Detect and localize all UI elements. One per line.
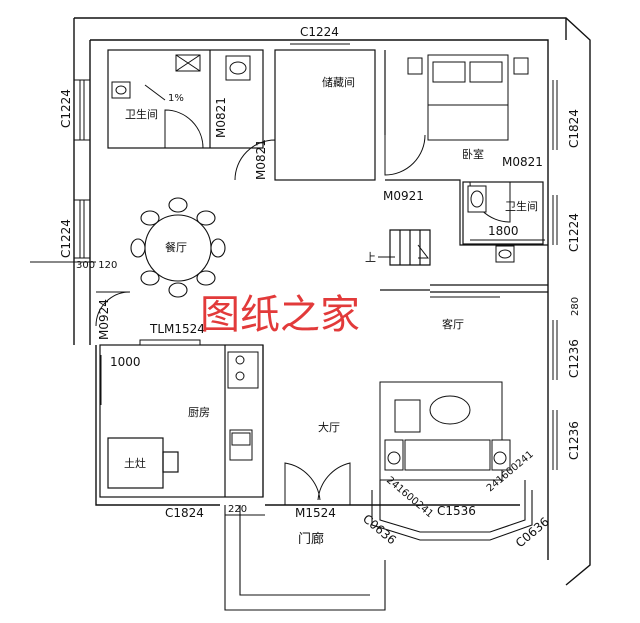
top-window xyxy=(290,39,350,45)
code-m0821-bath: M0821 xyxy=(214,97,228,138)
label-slope: 1% xyxy=(168,93,184,104)
code-c1224-right: C1224 xyxy=(567,213,581,252)
code-c1224-left-1: C1224 xyxy=(59,89,73,128)
kitchen-fixtures xyxy=(139,339,259,461)
label-bathroom-1: 卫生间 xyxy=(125,107,158,121)
outer-walls xyxy=(73,17,591,586)
right-windows xyxy=(552,80,558,470)
code-m0921: M0921 xyxy=(383,189,424,203)
code-c1224-left-2: C1224 xyxy=(59,219,73,258)
code-m1524: M1524 xyxy=(295,506,336,520)
label-kitchen: 厨房 xyxy=(188,406,210,419)
code-c1236-right-1: C1236 xyxy=(567,339,581,378)
code-tlm1524: TLM1524 xyxy=(149,322,205,336)
annotation-lines xyxy=(30,84,545,298)
code-c1536: C1536 xyxy=(437,504,476,518)
label-dining: 餐厅 xyxy=(165,240,187,254)
door-swings xyxy=(95,109,511,505)
code-c1236-right-2: C1236 xyxy=(567,421,581,460)
code-300-120: 300 120 xyxy=(76,260,117,271)
bed xyxy=(407,54,529,141)
dining-table xyxy=(130,197,226,298)
label-storage: 储藏间 xyxy=(322,75,355,89)
code-c1824: C1824 xyxy=(165,506,204,520)
bay-window xyxy=(371,480,533,541)
code-1800: 1800 xyxy=(488,224,519,238)
interior-walls xyxy=(99,49,548,498)
code-280: 280 xyxy=(570,297,581,316)
label-bathroom-2: 卫生间 xyxy=(505,199,538,213)
code-241600241-left: 241600241 xyxy=(384,475,435,520)
code-c1824-right: C1824 xyxy=(567,109,581,148)
porch xyxy=(224,505,386,611)
code-m0821-storage: M0821 xyxy=(254,139,268,180)
label-hall: 大厅 xyxy=(318,420,340,434)
code-1000: 1000 xyxy=(110,355,141,369)
label-upstairs: 上 xyxy=(365,251,376,264)
bathroom-fixtures xyxy=(111,54,515,263)
code-m0924: M0924 xyxy=(97,299,111,340)
label-stove: 土灶 xyxy=(124,457,146,470)
sofa-set xyxy=(379,381,511,481)
watermark-text: 图纸之家 xyxy=(200,292,360,338)
code-c1224-top: C1224 xyxy=(300,25,339,39)
code-220: 220 xyxy=(228,504,247,515)
label-bedroom: 卧室 xyxy=(462,147,484,161)
code-m0821-bedroom: M0821 xyxy=(502,155,543,169)
label-porch: 门廊 xyxy=(298,531,324,547)
left-windows xyxy=(74,79,102,405)
label-living: 客厅 xyxy=(442,317,464,331)
